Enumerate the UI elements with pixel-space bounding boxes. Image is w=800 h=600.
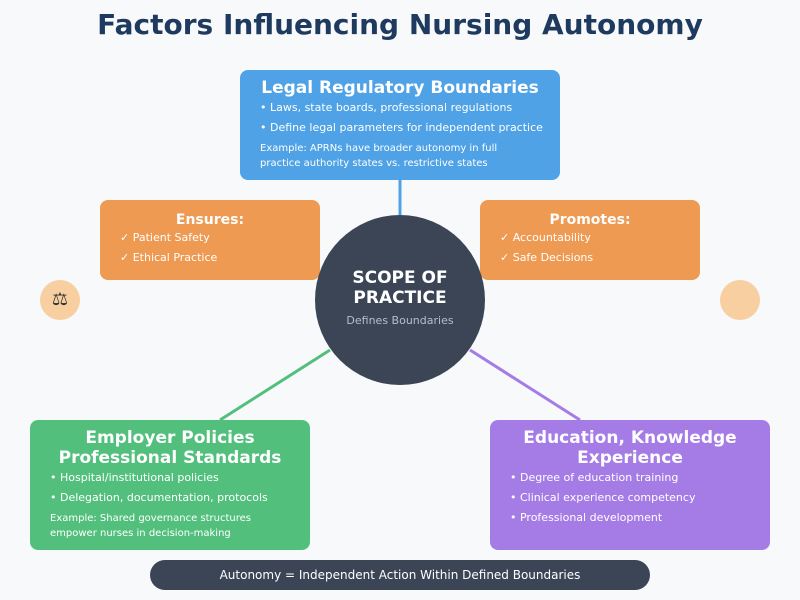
promotes-item: ✓ Safe Decisions: [500, 251, 594, 264]
education-bullet: • Professional development: [510, 511, 663, 524]
education-title-line: Experience: [577, 448, 683, 468]
ensures-title: Ensures:: [175, 212, 245, 228]
employer-title: Employer Policies Professional Standards: [30, 428, 310, 468]
education-title-line: Education, Knowledge: [523, 428, 737, 448]
employer-title-line: Professional Standards: [58, 448, 282, 468]
center-title-line: SCOPE OF: [352, 268, 448, 288]
education-bullet: • Degree of education training: [510, 471, 679, 484]
diagram-title: Factors Influencing Nursing Autonomy: [97, 8, 703, 41]
promotes-title: Promotes:: [549, 212, 631, 228]
connector-education: [469, 348, 581, 422]
employer-bullet: • Delegation, documentation, protocols: [50, 491, 268, 504]
legal-title: Legal Regulatory Boundaries: [261, 78, 539, 98]
connector-employer: [219, 348, 331, 422]
ensures-item: ✓ Ethical Practice: [120, 251, 218, 264]
center-title-line: PRACTICE: [353, 288, 447, 308]
promotes-item: ✓ Accountability: [500, 231, 591, 244]
scope-of-practice-circle: SCOPE OF PRACTICE Defines Boundaries: [315, 215, 485, 385]
promotes-box: Promotes: ✓ Accountability ✓ Safe Decisi…: [480, 200, 700, 280]
circle-icon: [720, 280, 760, 320]
education-box: Education, Knowledge Experience • Degree…: [490, 420, 770, 550]
legal-example: Example: APRNs have broader autonomy in …: [260, 141, 560, 171]
center-title: SCOPE OF PRACTICE: [315, 268, 485, 308]
scales-icon: ⚖: [40, 280, 80, 320]
legal-box: Legal Regulatory Boundaries • Laws, stat…: [240, 70, 560, 180]
employer-example-line: Example: Shared governance structures: [50, 513, 252, 524]
ensures-item: ✓ Patient Safety: [120, 231, 210, 244]
ensures-box: Ensures: ✓ Patient Safety ✓ Ethical Prac…: [100, 200, 320, 280]
center-subtitle: Defines Boundaries: [346, 314, 454, 327]
legal-bullet: • Define legal parameters for independen…: [260, 121, 543, 134]
legal-example-line: Example: APRNs have broader autonomy in …: [260, 143, 498, 154]
employer-example: Example: Shared governance structures em…: [50, 511, 310, 541]
footer-banner: Autonomy = Independent Action Within Def…: [150, 560, 650, 590]
legal-bullet: • Laws, state boards, professional regul…: [260, 101, 513, 114]
employer-title-line: Employer Policies: [85, 428, 255, 448]
employer-bullet: • Hospital/institutional policies: [50, 471, 219, 484]
employer-box: Employer Policies Professional Standards…: [30, 420, 310, 550]
education-bullet: • Clinical experience competency: [510, 491, 696, 504]
legal-example-line: practice authority states vs. restrictiv…: [260, 158, 488, 169]
education-title: Education, Knowledge Experience: [490, 428, 770, 468]
employer-example-line: empower nurses in decision-making: [50, 528, 231, 539]
